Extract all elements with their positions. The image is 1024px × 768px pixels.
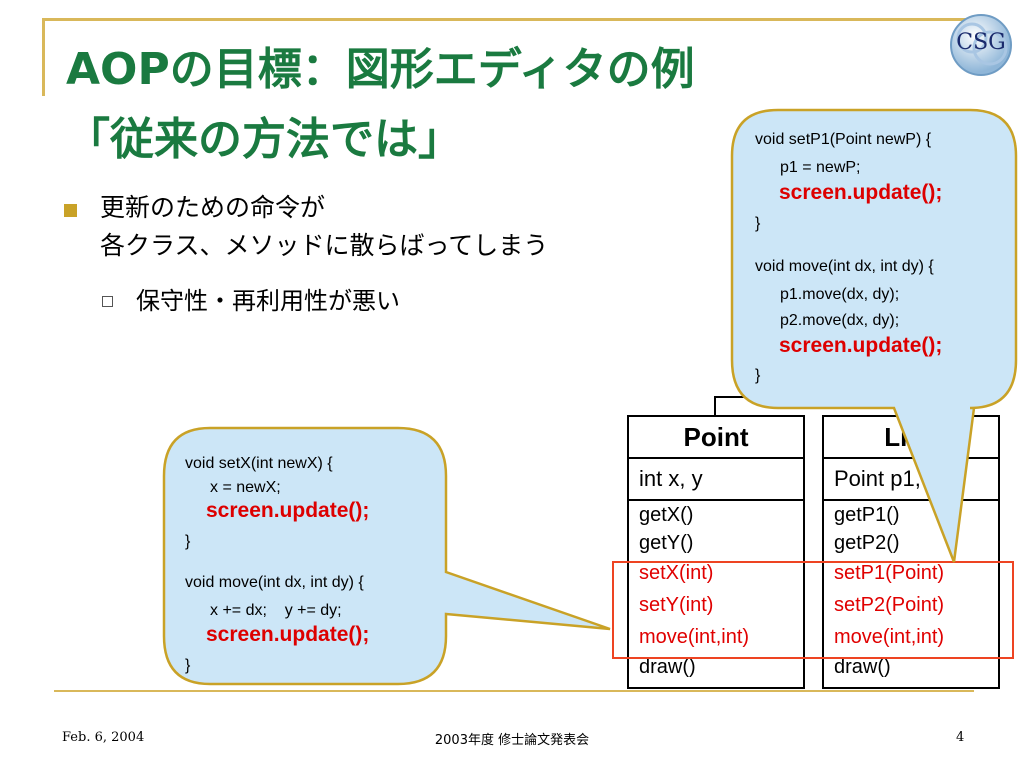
point-callout-update: screen.update(); <box>206 499 370 522</box>
point-callout-line: x += dx; y += dy; <box>210 602 342 619</box>
line-method: getP1() <box>834 504 900 526</box>
point-method: getX() <box>639 504 694 526</box>
point-callout-line: void move(int dx, int dy) { <box>185 574 364 591</box>
footer-rule <box>54 690 974 692</box>
line-method: setP1(Point) <box>834 562 945 584</box>
line-callout-line: } <box>755 215 761 232</box>
footer-event: 2003年度 修士論文発表会 <box>434 733 590 748</box>
bullet-text-line1: 更新のための命令が <box>100 193 326 222</box>
point-method: getY() <box>639 532 694 554</box>
slide-title-line2: 「従来の方法では」 <box>66 114 462 165</box>
point-method: draw() <box>639 656 696 678</box>
line-callout-update: screen.update(); <box>779 181 943 204</box>
logo-text: CSG <box>956 30 1006 55</box>
update-methods-highlight <box>612 561 1014 659</box>
point-method: move(int,int) <box>639 626 750 648</box>
sub-bullet-square-icon <box>102 296 113 307</box>
line-callout-line: p2.move(dx, dy); <box>780 312 900 329</box>
point-class-box: Point int x, y getX() getY() setX(int) s… <box>627 415 805 689</box>
bullet-square-icon <box>64 204 77 217</box>
line-method: setP2(Point) <box>834 594 945 616</box>
line-method: getP2() <box>834 532 900 554</box>
point-callout-update: screen.update(); <box>206 623 370 646</box>
page-number: 4 <box>956 730 965 745</box>
line-method: move(int,int) <box>834 626 945 648</box>
point-callout-bubble <box>162 426 611 686</box>
line-callout-line: p1.move(dx, dy); <box>780 286 900 303</box>
sub-bullet-text: 保守性・再利用性が悪い <box>136 287 400 315</box>
point-callout-line: void setX(int newX) { <box>185 455 333 472</box>
slide-title: AOPの目標：図形エディタの例 <box>66 44 695 95</box>
point-method: setY(int) <box>639 594 714 616</box>
point-method: setX(int) <box>639 562 714 584</box>
line-callout-line: p1 = newP; <box>780 159 861 176</box>
line-method: draw() <box>834 656 891 678</box>
line-callout-line: void move(int dx, int dy) { <box>755 258 934 275</box>
point-callout-line: } <box>185 657 191 674</box>
line-callout-bubble <box>730 108 1018 563</box>
point-class-attributes: int x, y <box>629 459 803 501</box>
csg-logo-icon <box>950 14 1012 76</box>
point-callout-line: x = newX; <box>210 479 281 496</box>
frame-top-rule <box>42 18 976 21</box>
bullet-text-line2: 各クラス、メソッドに散らばってしまう <box>100 231 549 260</box>
footer-date: Feb. 6, 2004 <box>62 730 145 745</box>
point-class-name: Point <box>629 417 803 459</box>
frame-left-rule <box>42 18 45 96</box>
point-callout-line: } <box>185 533 191 550</box>
line-callout-line: } <box>755 367 761 384</box>
line-callout-update: screen.update(); <box>779 334 943 357</box>
line-callout-line: void setP1(Point newP) { <box>755 131 932 148</box>
